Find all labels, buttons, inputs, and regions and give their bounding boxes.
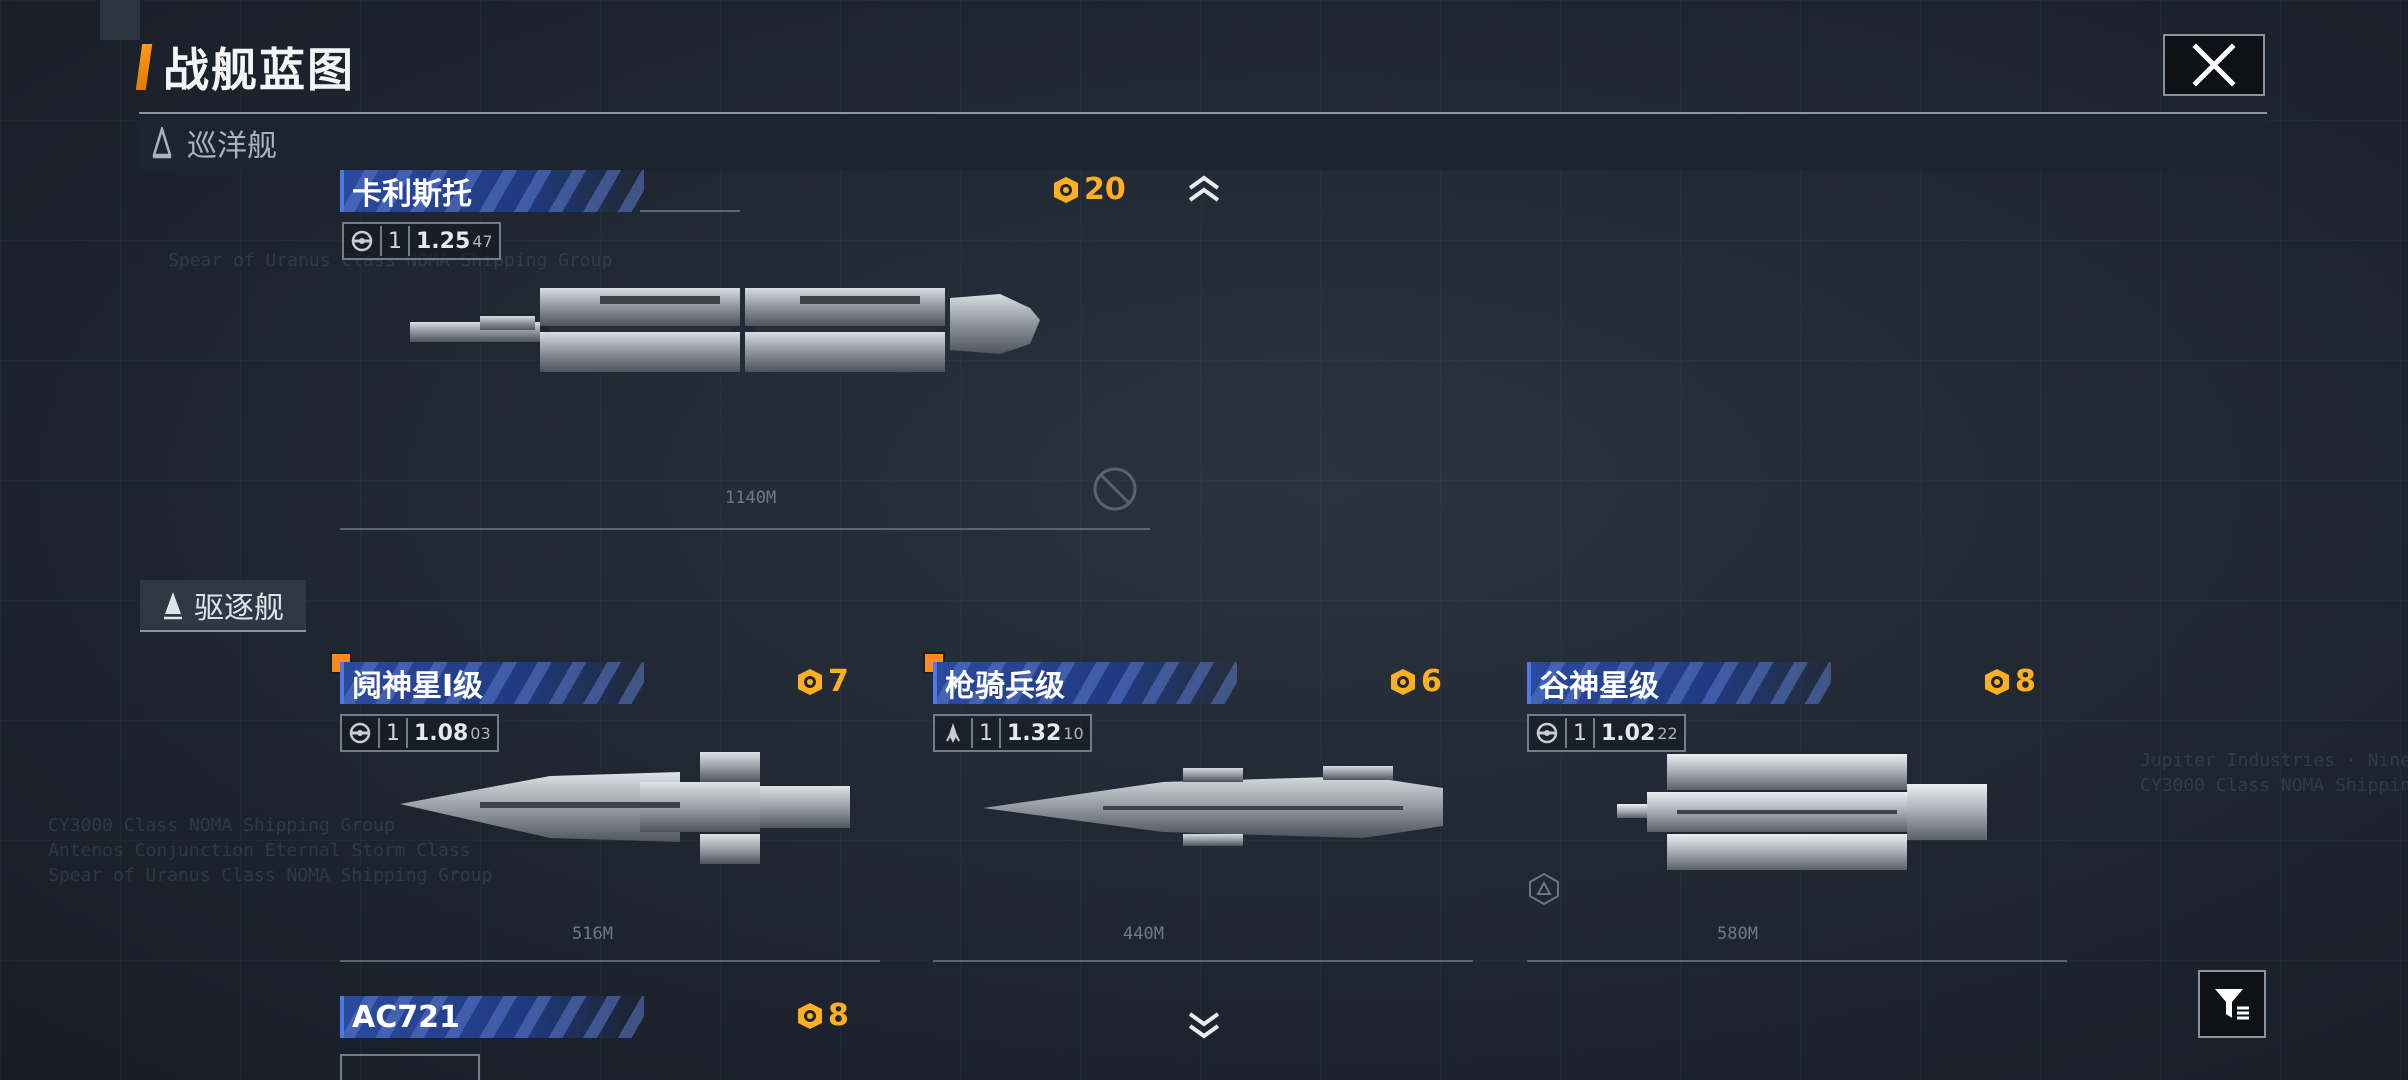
cruiser-class-icon <box>151 127 173 159</box>
ship-card-callisto[interactable]: 卡利斯托 20 1 1.25 47 1140M <box>340 170 1150 540</box>
ship-cost: 8 <box>1983 664 2036 699</box>
ship-image-eris-i <box>400 752 850 864</box>
ship-length: 440M <box>1123 924 1164 944</box>
ship-cost-value: 7 <box>828 664 849 699</box>
blueprint-cost-icon <box>798 1002 822 1029</box>
ship-cost-value: 6 <box>1421 664 1442 699</box>
decorative-text: CY3000 Class NOMA Shipping Group <box>2140 775 2408 796</box>
blueprint-cost-icon <box>1985 668 2009 695</box>
category-label: 驱逐舰 <box>194 591 284 626</box>
ship-name-bar: 卡利斯托 <box>340 170 644 212</box>
ship-level: 1 <box>380 718 408 748</box>
ship-name-bar: 枪骑兵级 <box>933 662 1237 704</box>
ship-length: 516M <box>572 924 613 944</box>
blueprint-cost-icon <box>1391 668 1415 695</box>
ship-length: 580M <box>1717 924 1758 944</box>
blueprint-cost-icon <box>798 668 822 695</box>
page-title: 战舰蓝图 <box>163 43 355 97</box>
ship-name-bar: 阋神星I级 <box>340 662 644 704</box>
ship-image-callisto <box>410 288 1040 372</box>
ship-card-eris-i[interactable]: 阋神星I级 7 1 1.08 03 516M <box>330 652 880 972</box>
leader-line <box>640 210 740 212</box>
title-accent <box>135 44 153 90</box>
chevron-down-icon <box>1188 1012 1220 1039</box>
category-bar-cruiser: 巡洋舰 <box>139 115 2267 171</box>
decorative-text: Antenos Conjunction Eternal Storm Class <box>48 840 471 861</box>
length-ruler <box>1527 960 2067 962</box>
ship-cost-value: 8 <box>828 998 849 1033</box>
ship-cost: 7 <box>796 664 849 699</box>
close-button[interactable] <box>2163 34 2265 96</box>
ship-name-bar: 谷神星级 <box>1527 662 1831 704</box>
ship-image-ceres <box>1617 754 1987 870</box>
faction-gear-icon <box>344 226 382 256</box>
blueprint-cost-icon <box>1054 176 1078 203</box>
category-tag-destroyer: 驱逐舰 <box>140 580 306 632</box>
ship-name: 卡利斯托 <box>352 177 472 212</box>
ship-stats: 1 1.32 10 <box>933 714 1092 752</box>
ship-name: AC721 <box>352 999 460 1035</box>
decorative-text: Jupiter Industries · Nine Generations <box>2140 750 2408 771</box>
faction-rocket-icon <box>935 718 973 748</box>
filter-button[interactable] <box>2198 970 2266 1038</box>
faction-gear-icon <box>342 718 380 748</box>
faction-gear-icon <box>1529 718 1567 748</box>
ship-cost: 20 <box>1052 172 1126 207</box>
ship-cost-value: 8 <box>2015 664 2036 699</box>
hex-triangle-icon <box>1529 872 1559 906</box>
ship-level: 1 <box>973 718 1001 748</box>
close-icon <box>2192 43 2236 87</box>
ship-name: 枪骑兵级 <box>945 669 1065 704</box>
ship-cost-value: 20 <box>1084 172 1126 207</box>
chevron-up-icon <box>1188 175 1220 202</box>
ship-level: 1 <box>1567 718 1595 748</box>
ship-name: 阋神星I级 <box>352 669 484 704</box>
length-ruler <box>933 960 1473 962</box>
ship-card-lancer[interactable]: 枪骑兵级 6 1 1.32 10 440M <box>923 652 1473 972</box>
scroll-up-button[interactable] <box>1186 174 1222 208</box>
ship-card-ac721[interactable]: AC721 8 <box>340 996 880 1080</box>
filter-icon <box>2215 989 2249 1020</box>
ship-cost: 8 <box>796 998 849 1033</box>
ship-card-ceres[interactable]: 谷神星级 8 1 1.02 22 580M <box>1527 662 2067 972</box>
prohibited-icon <box>1093 467 1137 511</box>
ship-version: 1.02 22 <box>1601 720 1678 746</box>
decorative-text: CY3000 Class NOMA Shipping Group <box>48 815 395 836</box>
ship-stats: 1 1.25 47 <box>342 222 501 260</box>
ship-stats: 1 1.02 22 <box>1527 714 1686 752</box>
ship-name-bar: AC721 <box>340 996 644 1038</box>
header-divider <box>139 112 2267 114</box>
ship-stats: 1 1.08 03 <box>340 714 499 752</box>
page-header: 战舰蓝图 <box>135 38 355 97</box>
category-label: 巡洋舰 <box>187 129 277 164</box>
ship-version: 1.32 10 <box>1007 720 1084 746</box>
destroyer-class-icon <box>162 590 184 620</box>
ship-name: 谷神星级 <box>1539 669 1659 704</box>
decorative-text: Spear of Uranus Class NOMA Shipping Grou… <box>168 250 613 271</box>
ship-version: 1.08 03 <box>414 720 491 746</box>
ship-version: 1.25 47 <box>416 228 493 254</box>
length-ruler <box>340 960 880 962</box>
ship-cost: 6 <box>1389 664 1442 699</box>
corner-decoration <box>100 0 140 40</box>
length-ruler <box>340 528 1150 530</box>
ship-length: 1140M <box>725 488 777 508</box>
ship-image-lancer <box>983 766 1443 846</box>
ship-level: 1 <box>382 226 410 256</box>
ship-stats <box>340 1054 480 1080</box>
decorative-text: Spear of Uranus Class NOMA Shipping Grou… <box>48 865 493 886</box>
scroll-down-button[interactable] <box>1186 1010 1222 1044</box>
